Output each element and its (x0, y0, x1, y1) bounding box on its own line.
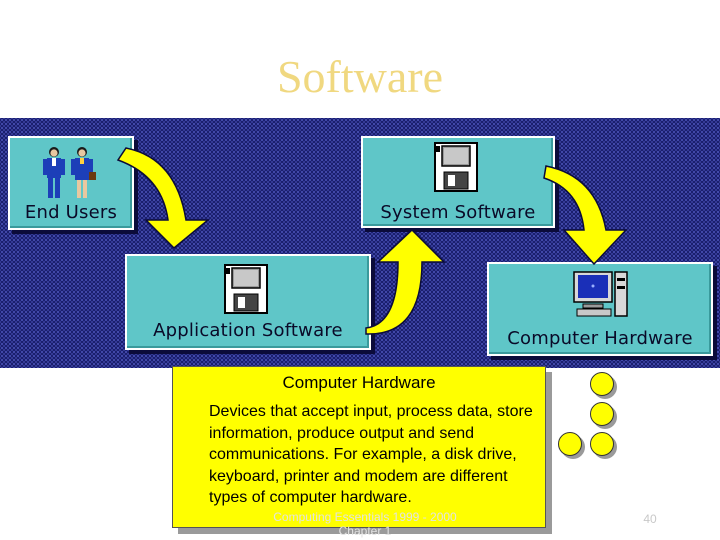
circle-marker (590, 402, 614, 426)
computer-hardware-label: Computer Hardware (489, 328, 711, 349)
circle-marker (558, 432, 582, 456)
footer-line-2: Chapter 1 (250, 524, 480, 538)
slide-title: Software (0, 50, 720, 103)
callout-box: Computer Hardware Devices that accept in… (172, 366, 546, 528)
computer-hardware-box: Computer Hardware (487, 262, 713, 356)
system-software-label: System Software (363, 202, 553, 223)
application-software-label: Application Software (127, 320, 369, 341)
callout-title: Computer Hardware (173, 373, 545, 393)
floppy-disk-icon (224, 264, 268, 314)
people-icon (40, 144, 100, 202)
computer-icon (573, 270, 629, 318)
end-users-box: End Users (8, 136, 134, 230)
arrow-application-to-system (364, 228, 454, 338)
system-software-box: System Software (361, 136, 555, 228)
arrow-system-to-hardware (544, 160, 644, 270)
floppy-disk-icon (434, 142, 478, 192)
arrow-end-users-to-application (118, 140, 218, 250)
callout-body: Devices that accept input, process data,… (209, 401, 545, 509)
circle-marker (590, 372, 614, 396)
diagram-panel: End Users System Software Application So… (0, 118, 720, 368)
application-software-box: Application Software (125, 254, 371, 350)
page-number: 40 (630, 512, 670, 526)
footer-line-1: Computing Essentials 1999 - 2000 (250, 510, 480, 524)
circle-marker (590, 432, 614, 456)
footer-text: Computing Essentials 1999 - 2000 Chapter… (250, 510, 480, 538)
end-users-label: End Users (10, 202, 132, 223)
